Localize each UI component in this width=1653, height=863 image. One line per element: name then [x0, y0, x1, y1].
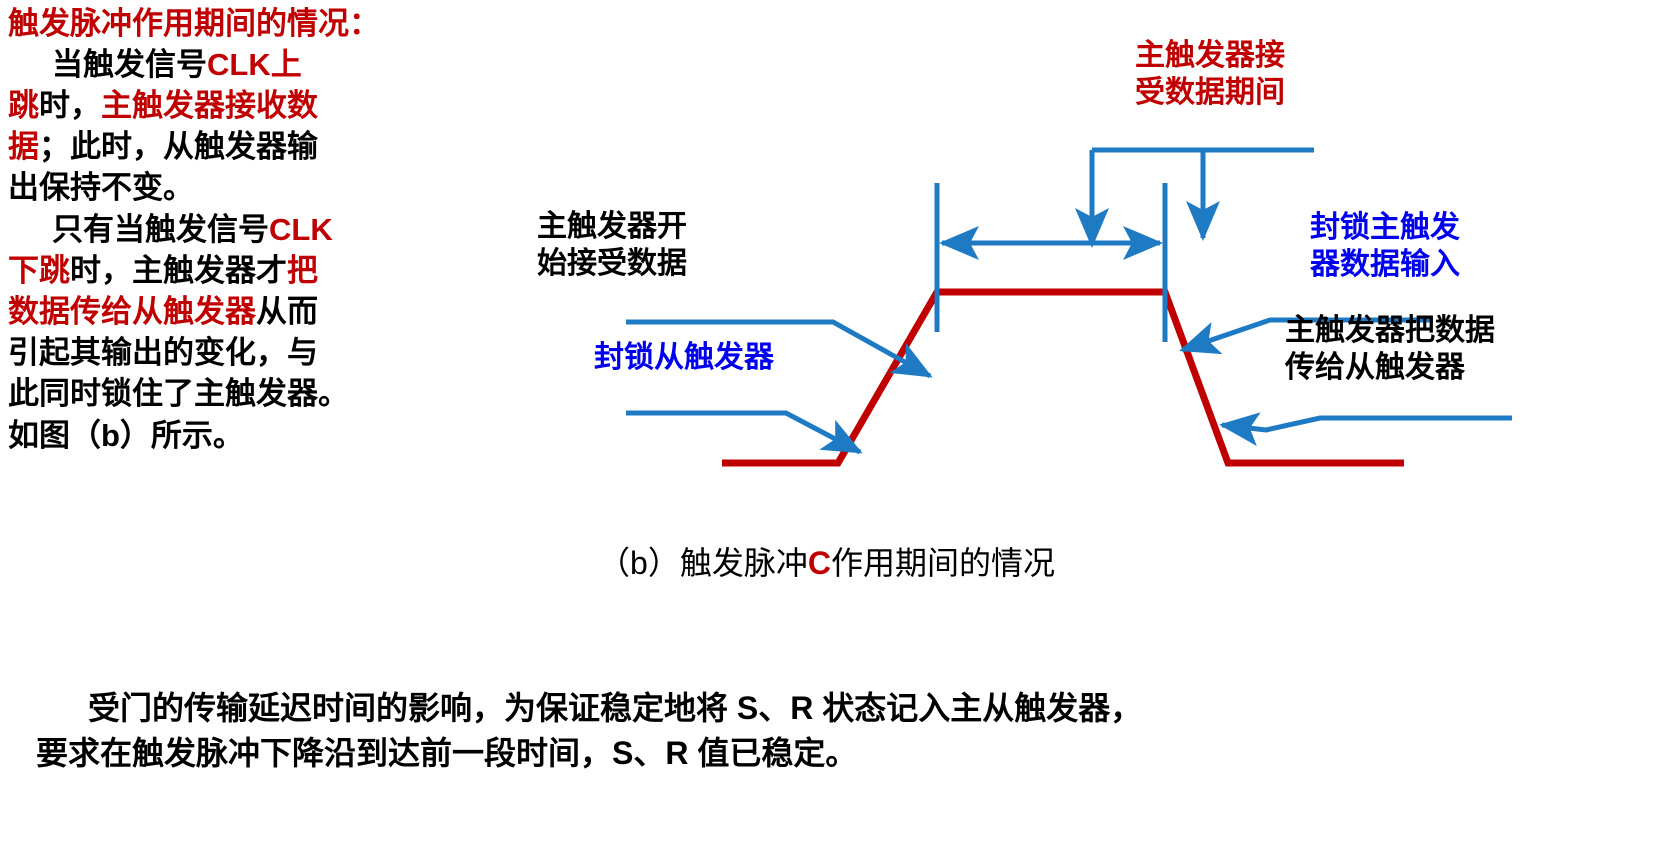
figure-caption: （b）触发脉冲C作用期间的情况	[0, 538, 1653, 584]
paragraph1-line2: 跳时，主触发器接收数	[8, 85, 508, 126]
bottom-paragraph-line2: 要求在触发脉冲下降沿到达前一段时间，S、R 值已稳定。	[36, 735, 858, 772]
p1-l3-part-a: 据	[8, 129, 39, 165]
label-right-blue-line2: 器数据输入	[1310, 247, 1460, 281]
label-master-start-accept: 主触发器开 始接受数据	[537, 209, 687, 282]
label-left-black-line1: 主触发器开	[537, 210, 687, 243]
bottom-paragraph-line1: 受门的传输延迟时间的影响，为保证稳定地将 S、R 状态记入主从触发器，	[88, 690, 1143, 726]
p1-l2-part-c: 主触发器接收数	[101, 87, 318, 123]
label-block-master-data-input: 封锁主触发 器数据输入	[1310, 210, 1460, 283]
p2-l2-part-b: 时，主触发器才	[70, 252, 287, 288]
caption-highlight-c: C	[807, 545, 831, 581]
paragraph2-line4: 引起其输出的变化，与	[8, 335, 318, 371]
p2-l3-part-b: 从而	[256, 293, 318, 329]
left-text-block: 触发脉冲作用期间的情况： 当触发信号CLK上 跳时，主触发器接收数 据；此时，从…	[8, 4, 508, 456]
paragraph2-line2: 下跳时，主触发器才把	[8, 250, 508, 291]
label-left-black-line2: 始接受数据	[537, 246, 687, 280]
p2-l2-part-c: 把	[287, 252, 318, 288]
paragraph2-line5: 此同时锁住了主触发器。	[8, 376, 349, 412]
p1-l2-part-b: 时，	[39, 87, 101, 123]
transfer-to-slave-leader	[1219, 412, 1512, 447]
p2-l1-clk: CLK	[269, 211, 333, 247]
p1-l3-part-b: ；此时，从触发器输	[39, 129, 318, 165]
paragraph2-line6: 如图（b）所示。	[8, 417, 244, 453]
paragraph2-line1: 只有当触发信号CLK	[8, 209, 508, 250]
block-slave-leader	[626, 410, 863, 455]
label-left-blue-line1: 封锁从触发器	[594, 341, 774, 374]
label-master-transfers-to-slave: 主触发器把数据 传给从触发器	[1285, 313, 1495, 386]
label-top-red-line2: 受数据期间	[1135, 75, 1285, 109]
label-right-black-line2: 传给从触发器	[1285, 350, 1465, 384]
p1-l1-part-c: 上	[270, 46, 302, 82]
p1-l2-part-a: 跳	[8, 87, 39, 123]
p1-l1-clk: CLK	[207, 46, 271, 82]
paragraph1-line1: 当触发信号CLK上	[8, 44, 508, 85]
master-accept-span-connector	[1075, 147, 1314, 248]
caption-prefix: （b）触发脉冲	[598, 545, 808, 581]
label-block-slave-flipflop: 封锁从触发器	[594, 340, 774, 377]
label-master-accepts-data-period: 主触发器接 受数据期间	[1085, 38, 1335, 111]
label-top-red-line1: 主触发器接	[1135, 39, 1285, 72]
bottom-paragraph: 受门的传输延迟时间的影响，为保证稳定地将 S、R 状态记入主从触发器， 要求在触…	[36, 686, 1626, 777]
paragraph1-line3: 据；此时，从触发器输	[8, 126, 508, 167]
p2-l1-part-a: 只有当触发信号	[52, 211, 269, 247]
p1-l1-part-a: 当触发信号	[52, 46, 207, 82]
left-text-heading: 触发脉冲作用期间的情况：	[8, 6, 380, 41]
label-right-blue-line1: 封锁主触发	[1310, 211, 1460, 244]
paragraph1-line4: 出保持不变。	[8, 170, 194, 206]
label-right-black-line1: 主触发器把数据	[1285, 314, 1495, 347]
p2-l2-part-a: 下跳	[8, 252, 70, 288]
paragraph2-line3: 数据传给从触发器从而	[8, 291, 508, 332]
caption-suffix: 作用期间的情况	[830, 545, 1055, 581]
p2-l3-part-a: 数据传给从触发器	[8, 293, 256, 329]
